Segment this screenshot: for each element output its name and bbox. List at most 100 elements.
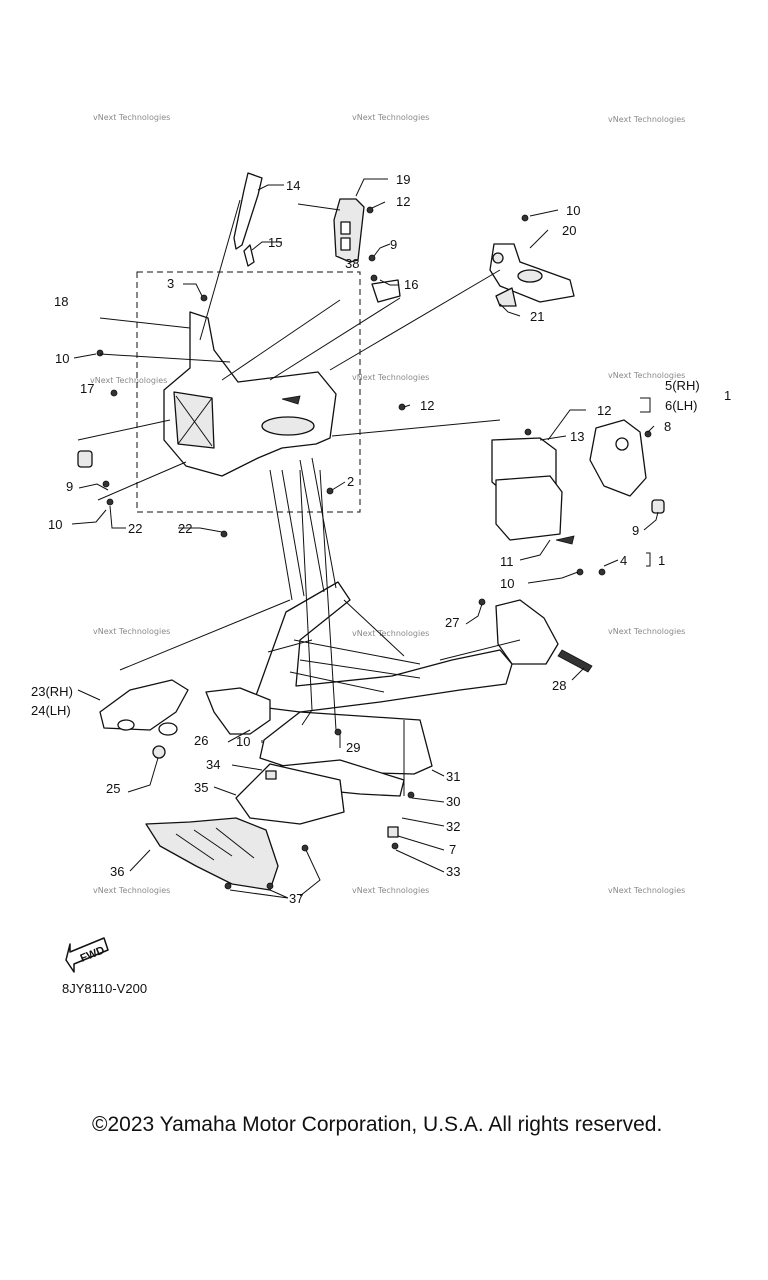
front-frame-opening — [173, 391, 215, 449]
callout-24-lh: 24(LH) — [31, 703, 71, 718]
watermark: vNext Technologies — [608, 371, 685, 380]
bolt-29 — [334, 728, 342, 736]
callout-6-lh: 6(LH) — [665, 398, 698, 413]
bolt-8-top — [368, 254, 376, 262]
callout-31: 31 — [446, 769, 460, 784]
callout-12-mid: 12 — [420, 398, 434, 413]
callout-16: 16 — [404, 277, 418, 292]
callout-10-left: 10 — [55, 351, 69, 366]
callout-15: 15 — [268, 235, 282, 250]
frame-opening-cross — [175, 395, 213, 447]
watermark: vNext Technologies — [352, 629, 429, 638]
bolt-37-right — [266, 882, 274, 890]
part-14-bracket — [233, 172, 263, 250]
watermark: vNext Technologies — [608, 886, 685, 895]
chassis-cross-members — [267, 599, 421, 693]
front-frame-oval-hole — [261, 416, 315, 436]
callout-29: 29 — [346, 740, 360, 755]
watermark: vNext Technologies — [352, 886, 429, 895]
callout-11: 11 — [500, 554, 514, 569]
bolt-37-top — [301, 844, 309, 852]
watermark: vNext Technologies — [93, 113, 170, 122]
callout-21: 21 — [530, 309, 544, 324]
part-5-6-bushing — [615, 437, 629, 451]
part-31-skid-plate — [259, 711, 433, 775]
bolt-3 — [200, 294, 208, 302]
watermark: vNext Technologies — [90, 376, 167, 385]
clip-2 — [326, 487, 334, 495]
callout-20: 20 — [562, 223, 576, 238]
assembly-boundary-box — [136, 271, 361, 513]
part-5-6-mount — [589, 419, 647, 497]
bolt-30 — [407, 791, 415, 799]
callout-1-bottom: 1 — [658, 553, 665, 568]
callout-27: 27 — [445, 615, 459, 630]
part-28-bolt — [557, 649, 593, 673]
part-26-guard — [205, 687, 271, 735]
part-11-bracket — [495, 475, 563, 541]
callout-10-lower-right: 10 — [500, 576, 514, 591]
front-frame-arrow — [281, 395, 301, 405]
watermark: vNext Technologies — [93, 886, 170, 895]
watermark: vNext Technologies — [93, 627, 170, 636]
callout-28: 28 — [552, 678, 566, 693]
part-20-large-hole — [517, 269, 543, 283]
fwd-arrow-shape — [65, 937, 109, 973]
callout-13: 13 — [570, 429, 584, 444]
callout-33: 33 — [446, 864, 460, 879]
callout-12-top: 12 — [396, 194, 410, 209]
callout-35: 35 — [194, 780, 208, 795]
callout-26: 26 — [194, 733, 208, 748]
callout-14: 14 — [286, 178, 300, 193]
watermark: vNext Technologies — [352, 373, 429, 382]
nut-10-left — [96, 349, 104, 357]
bolt-8-right — [644, 430, 652, 438]
part-23-24-sleeve — [158, 722, 178, 736]
watermark: vNext Technologies — [608, 627, 685, 636]
callout-18: 18 — [54, 294, 68, 309]
callout-labels: 14 19 12 10 20 15 9 38 3 16 18 21 10 17 … — [31, 172, 731, 906]
copyright-notice: ©2023 Yamaha Motor Corporation, U.S.A. A… — [92, 1113, 663, 1136]
callout-10-bottom-left: 10 — [48, 517, 62, 532]
callout-22-bottom: 22 — [178, 521, 192, 536]
diagram-code: 8JY8110-V200 — [62, 981, 148, 996]
callout-4: 4 — [620, 553, 627, 568]
callout-38: 38 — [345, 256, 359, 271]
callout-32: 32 — [446, 819, 460, 834]
callout-34: 34 — [206, 757, 220, 772]
part-25-grommet — [152, 745, 166, 759]
callout-5-rh: 5(RH) — [665, 378, 700, 393]
part-9-rubber-right — [651, 499, 665, 514]
part-36-undercover — [145, 817, 279, 891]
callout-1-top: 1 — [724, 388, 731, 403]
callout-10-center: 10 — [236, 734, 250, 749]
fasteners — [96, 206, 652, 890]
bolt-22-bottom — [220, 530, 228, 538]
watermark: vNext Technologies — [352, 113, 429, 122]
bolt-22-left — [106, 498, 114, 506]
part-20-hole — [492, 252, 504, 264]
nut-10-bottom-left — [102, 480, 110, 488]
part-7-clip — [387, 826, 399, 838]
bolt-33 — [391, 842, 399, 850]
callout-25: 25 — [106, 781, 120, 796]
callout-19: 19 — [396, 172, 410, 187]
leader-lines — [71, 178, 659, 899]
callout-3: 3 — [167, 276, 174, 291]
callout-30: 30 — [446, 794, 460, 809]
frame-tube — [269, 457, 337, 601]
callout-10-top-right: 10 — [566, 203, 580, 218]
watermarks: vNext Technologies vNext Technologies vN… — [90, 113, 685, 895]
callout-23-rh: 23(RH) — [31, 684, 73, 699]
callout-12-right: 12 — [597, 403, 611, 418]
bolt-4 — [598, 568, 606, 576]
part-21-tab — [495, 287, 517, 307]
part-15-clip — [243, 244, 255, 267]
nut-10-top-right — [521, 214, 529, 222]
callout-36: 36 — [110, 864, 124, 879]
watermark: vNext Technologies — [608, 115, 685, 124]
part-27-rear-bracket — [495, 599, 559, 665]
bolt-38 — [370, 274, 378, 282]
fwd-arrow: FWD — [65, 937, 109, 973]
